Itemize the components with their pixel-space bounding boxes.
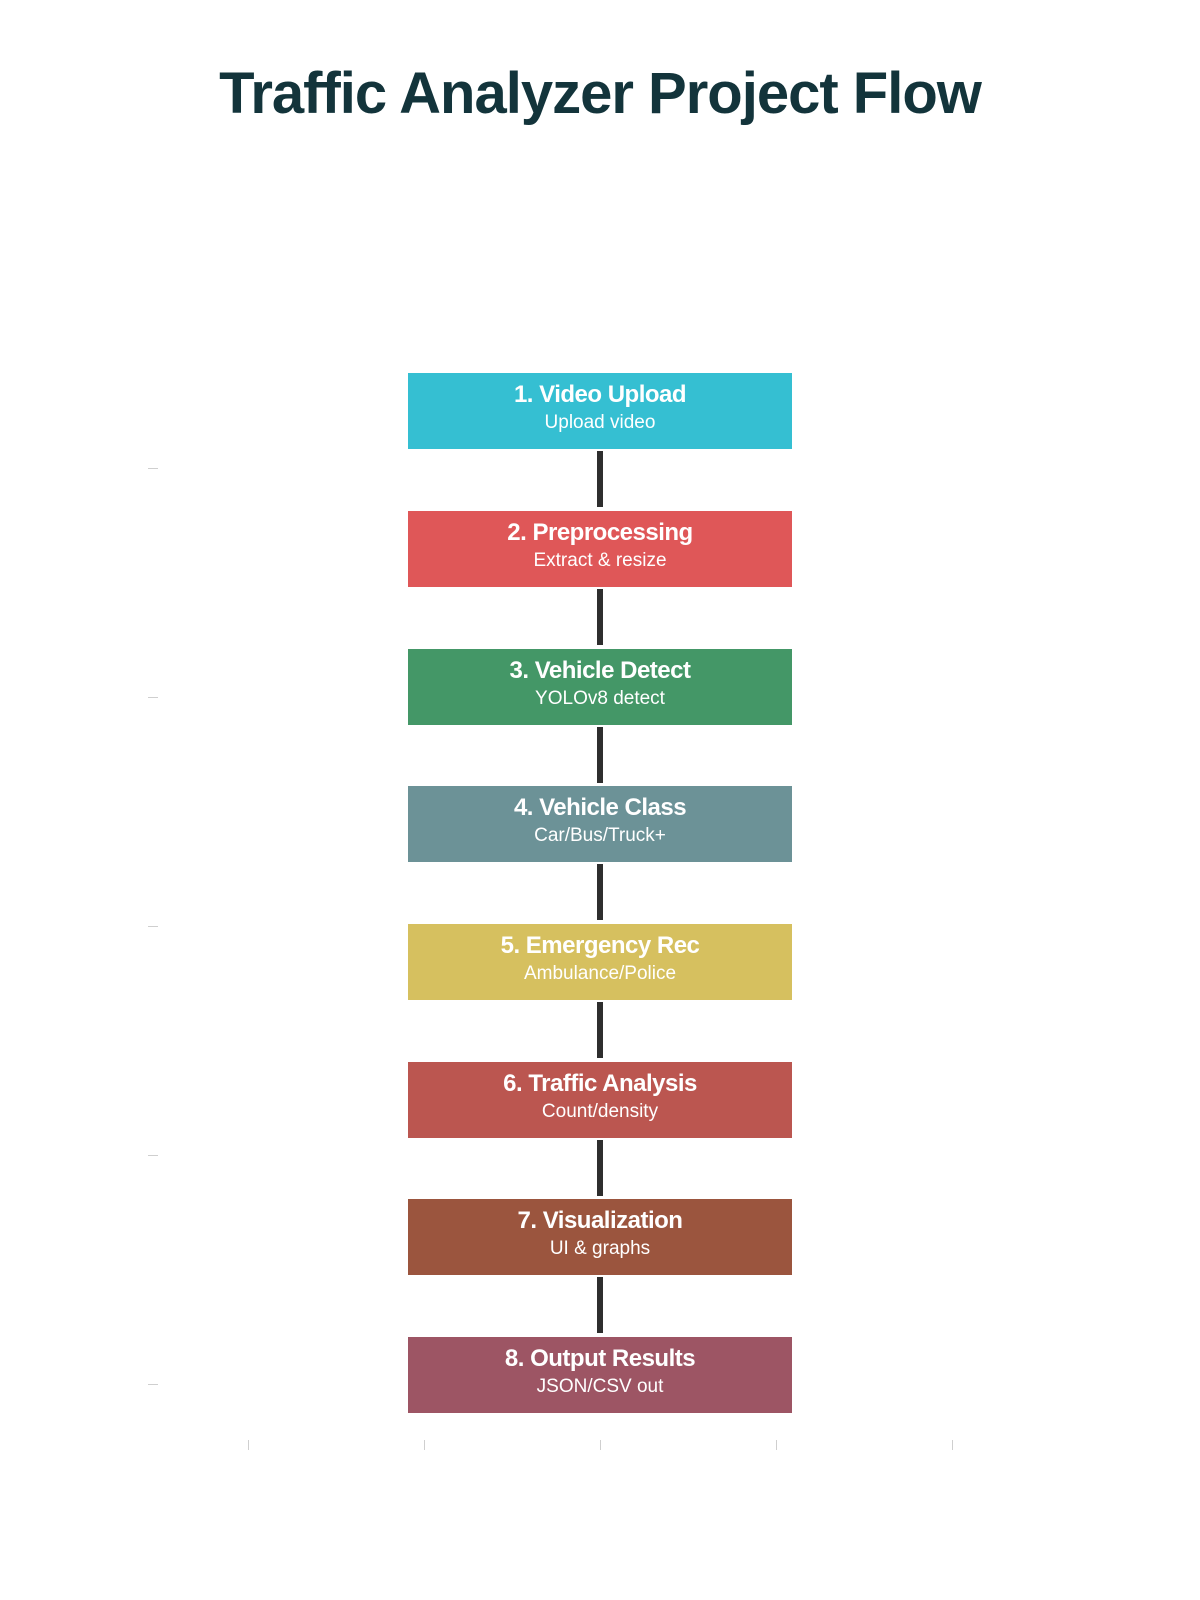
step-subtitle: Extract & resize	[533, 550, 667, 571]
step-title: 8. Output Results	[504, 1345, 696, 1372]
step-title: 5. Emergency Rec	[500, 932, 700, 959]
connector-arrow	[597, 1002, 603, 1058]
step-subtitle: Car/Bus/Truck+	[534, 825, 666, 846]
connector-arrow	[597, 864, 603, 920]
step-subtitle: Count/density	[541, 1101, 659, 1122]
step-title: 4. Vehicle Class	[513, 794, 687, 821]
step-subtitle: Upload video	[544, 412, 656, 433]
step-visualization: 7. Visualization UI & graphs	[408, 1199, 792, 1275]
step-title: 7. Visualization	[517, 1207, 683, 1234]
step-vehicle-class: 4. Vehicle Class Car/Bus/Truck+	[408, 786, 792, 862]
connector-arrow	[597, 727, 603, 783]
axis-tick	[424, 1440, 425, 1450]
axis-tick	[148, 1155, 158, 1156]
axis-tick	[148, 1384, 158, 1385]
axis-tick	[148, 926, 158, 927]
axis-tick	[148, 697, 158, 698]
axis-tick	[600, 1440, 601, 1450]
step-vehicle-detect: 3. Vehicle Detect YOLOv8 detect	[408, 649, 792, 725]
connector-arrow	[597, 451, 603, 507]
step-subtitle: Ambulance/Police	[523, 963, 677, 984]
connector-arrow	[597, 1277, 603, 1333]
page-title: Traffic Analyzer Project Flow	[219, 61, 982, 126]
step-title: 2. Preprocessing	[507, 519, 693, 546]
step-video-upload: 1. Video Upload Upload video	[408, 373, 792, 449]
step-title: 1. Video Upload	[513, 381, 687, 408]
axis-tick	[248, 1440, 249, 1450]
step-traffic-analysis: 6. Traffic Analysis Count/density	[408, 1062, 792, 1138]
connector-arrow	[597, 589, 603, 645]
step-subtitle: YOLOv8 detect	[535, 688, 665, 709]
axis-tick	[952, 1440, 953, 1450]
axis-tick	[776, 1440, 777, 1450]
step-subtitle: JSON/CSV out	[536, 1376, 664, 1397]
step-preprocessing: 2. Preprocessing Extract & resize	[408, 511, 792, 587]
axis-tick	[148, 468, 158, 469]
step-output-results: 8. Output Results JSON/CSV out	[408, 1337, 792, 1413]
step-subtitle: UI & graphs	[549, 1238, 651, 1259]
connector-arrow	[597, 1140, 603, 1196]
step-emergency-rec: 5. Emergency Rec Ambulance/Police	[408, 924, 792, 1000]
step-title: 6. Traffic Analysis	[503, 1070, 697, 1097]
step-title: 3. Vehicle Detect	[509, 657, 691, 684]
